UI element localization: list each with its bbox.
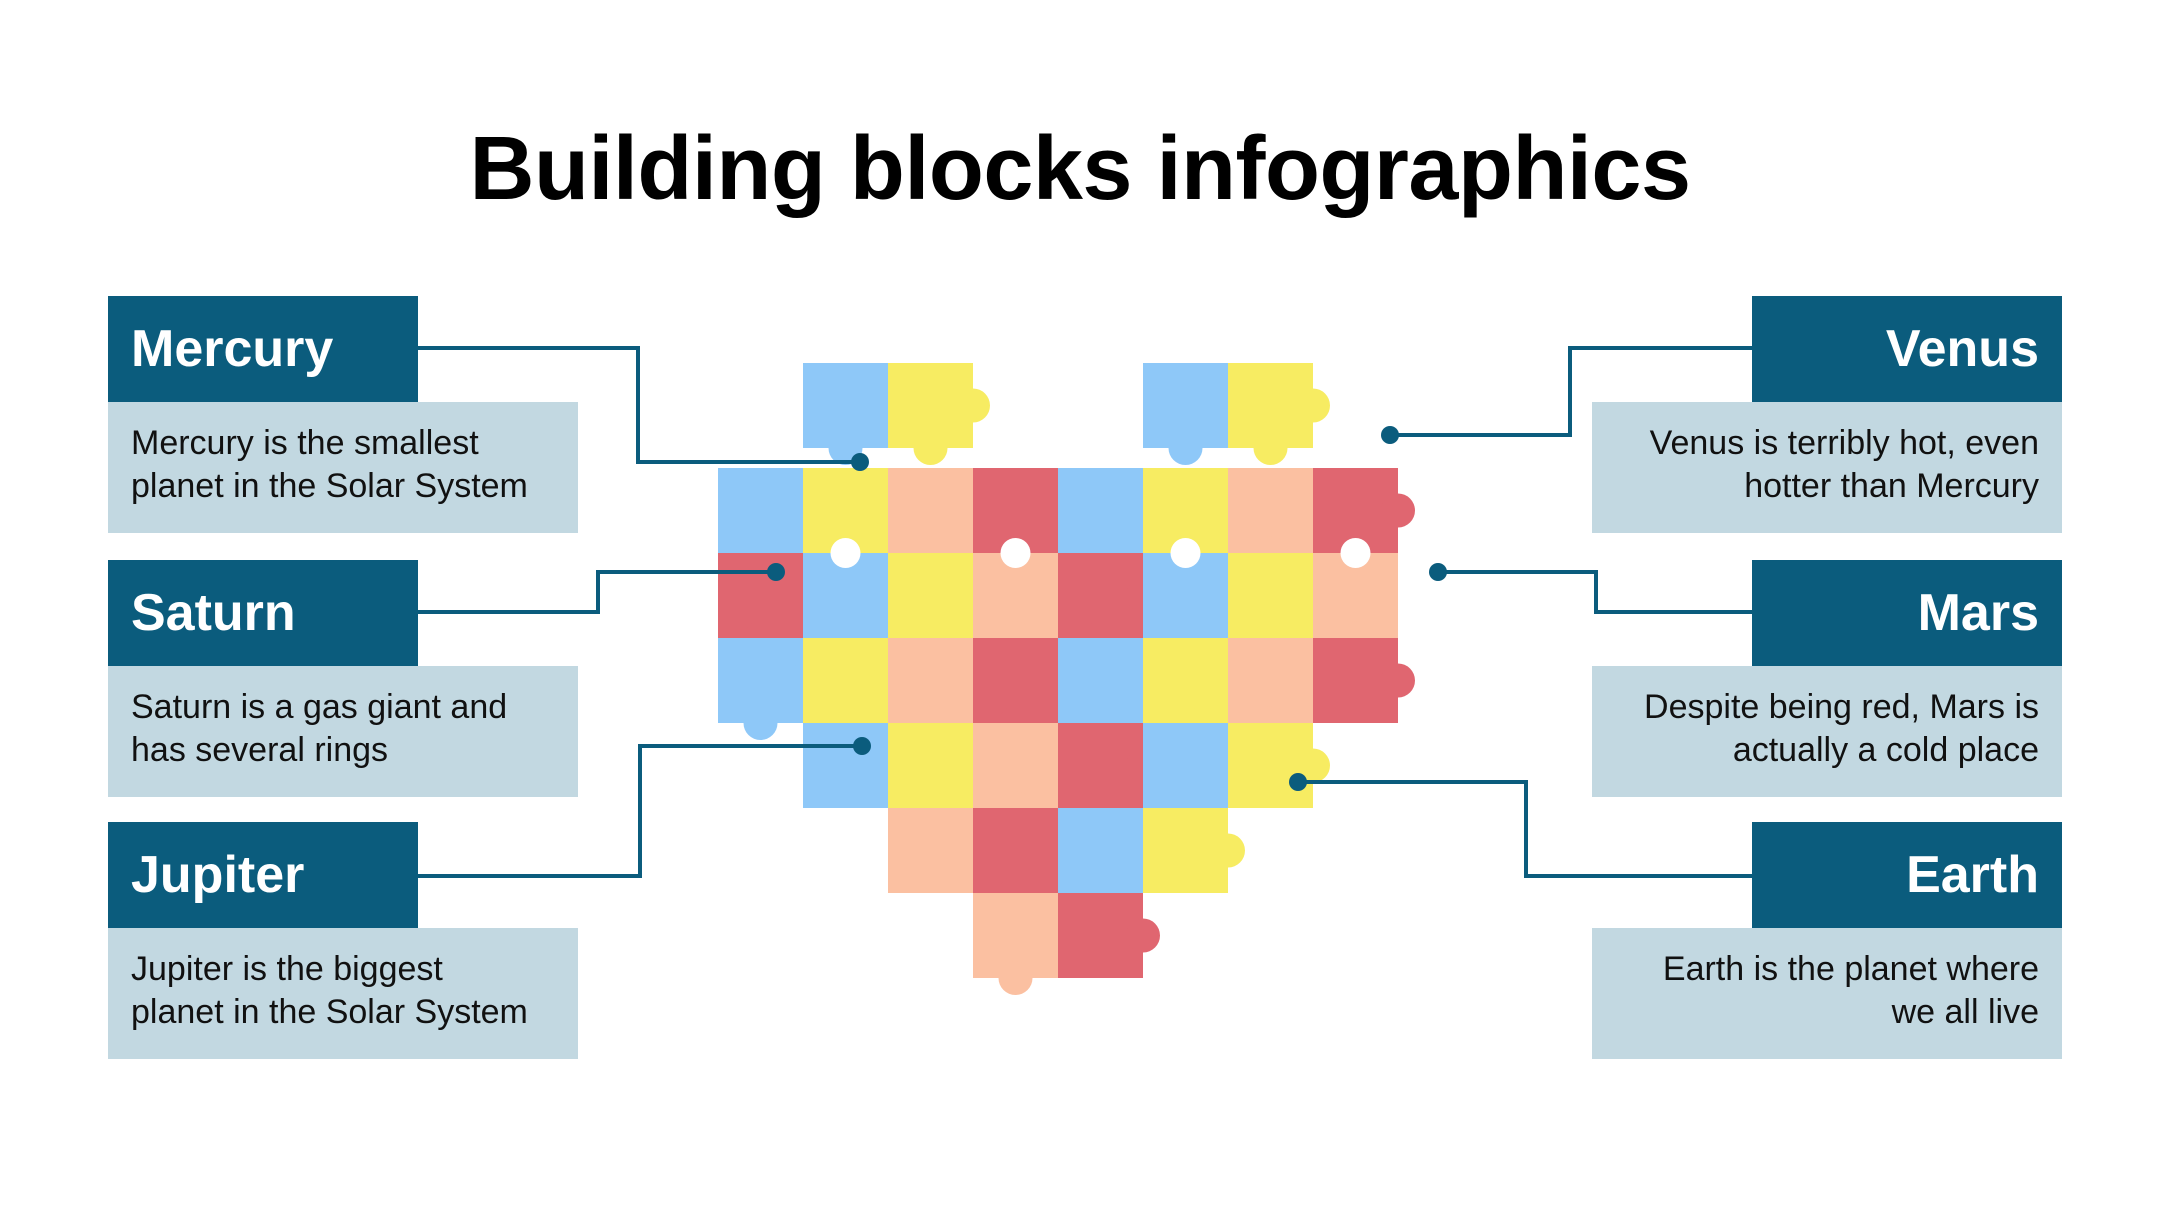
page-title: Building blocks infographics xyxy=(469,119,1691,219)
label-earth-text: Earth xyxy=(1906,846,2039,904)
desc-saturn-line-2: has several rings xyxy=(131,731,389,769)
desc-jupiter-line-1: Jupiter is the biggest xyxy=(131,950,443,988)
connector-mercury xyxy=(418,346,860,464)
desc-mercury-line-1: Mercury is the smallest xyxy=(131,424,479,462)
puzzle-knob xyxy=(956,388,990,423)
label-mars-text: Mars xyxy=(1917,584,2039,642)
desc-mercury-line-2: planet in the Solar System xyxy=(131,467,528,505)
desc-saturn-line-1: Saturn is a gas giant and xyxy=(131,688,508,726)
desc-earth: Earth is the planet where we all live xyxy=(1592,928,2062,1059)
puzzle-notch xyxy=(1170,538,1201,568)
puzzle-knob xyxy=(1296,388,1330,423)
puzzle-knob xyxy=(1381,493,1415,528)
connector-earth xyxy=(1298,780,1752,878)
label-jupiter: Jupiter xyxy=(108,822,418,928)
label-venus-text: Venus xyxy=(1885,320,2039,378)
desc-jupiter-line-2: planet in the Solar System xyxy=(131,993,528,1031)
puzzle-knob xyxy=(743,706,778,740)
desc-venus-line-1: Venus is terribly hot, even xyxy=(1649,424,2039,462)
desc-mercury: Mercury is the smallest planet in the So… xyxy=(108,402,578,533)
label-mars: Mars xyxy=(1752,560,2062,666)
desc-venus-line-2: hotter than Mercury xyxy=(1744,467,2039,505)
label-earth: Earth xyxy=(1752,822,2062,928)
label-mercury-text: Mercury xyxy=(131,320,334,378)
label-venus: Venus xyxy=(1752,296,2062,402)
puzzle-knob xyxy=(1126,918,1160,953)
connector-saturn xyxy=(418,570,776,614)
label-jupiter-text: Jupiter xyxy=(131,846,305,904)
connector-dot-venus xyxy=(1381,426,1399,444)
puzzle-heart-icon xyxy=(718,363,1415,995)
puzzle-notch xyxy=(830,538,861,568)
connector-venus xyxy=(1390,346,1752,437)
puzzle-knob xyxy=(1211,833,1245,868)
puzzle-knob xyxy=(1168,431,1203,465)
puzzle-notch xyxy=(1000,538,1031,568)
desc-mars-line-2: actually a cold place xyxy=(1732,731,2039,769)
desc-mars: Despite being red, Mars is actually a co… xyxy=(1592,666,2062,797)
connector-mars xyxy=(1438,570,1752,614)
desc-earth-line-2: we all live xyxy=(1891,993,2039,1031)
desc-earth-line-1: Earth is the planet where xyxy=(1662,950,2039,988)
puzzle-knob xyxy=(998,961,1033,995)
puzzle-knob xyxy=(1253,431,1288,465)
connector-dot-earth xyxy=(1289,773,1307,791)
connector-dot-jupiter xyxy=(853,737,871,755)
puzzle-notch xyxy=(1340,538,1371,568)
connector-dot-mars xyxy=(1429,563,1447,581)
desc-saturn: Saturn is a gas giant and has several ri… xyxy=(108,666,578,797)
connector-dot-mercury xyxy=(851,453,869,471)
desc-mars-line-1: Despite being red, Mars is xyxy=(1644,688,2039,726)
connector-lines xyxy=(418,346,1752,878)
puzzle-knob xyxy=(1381,663,1415,698)
desc-jupiter: Jupiter is the biggest planet in the Sol… xyxy=(108,928,578,1059)
label-saturn-text: Saturn xyxy=(131,584,296,642)
connector-dot-saturn xyxy=(767,563,785,581)
desc-venus: Venus is terribly hot, even hotter than … xyxy=(1592,402,2062,533)
label-saturn: Saturn xyxy=(108,560,418,666)
label-mercury: Mercury xyxy=(108,296,418,402)
puzzle-knob xyxy=(1296,748,1330,783)
puzzle-knob xyxy=(913,431,948,465)
connector-jupiter xyxy=(418,744,862,878)
